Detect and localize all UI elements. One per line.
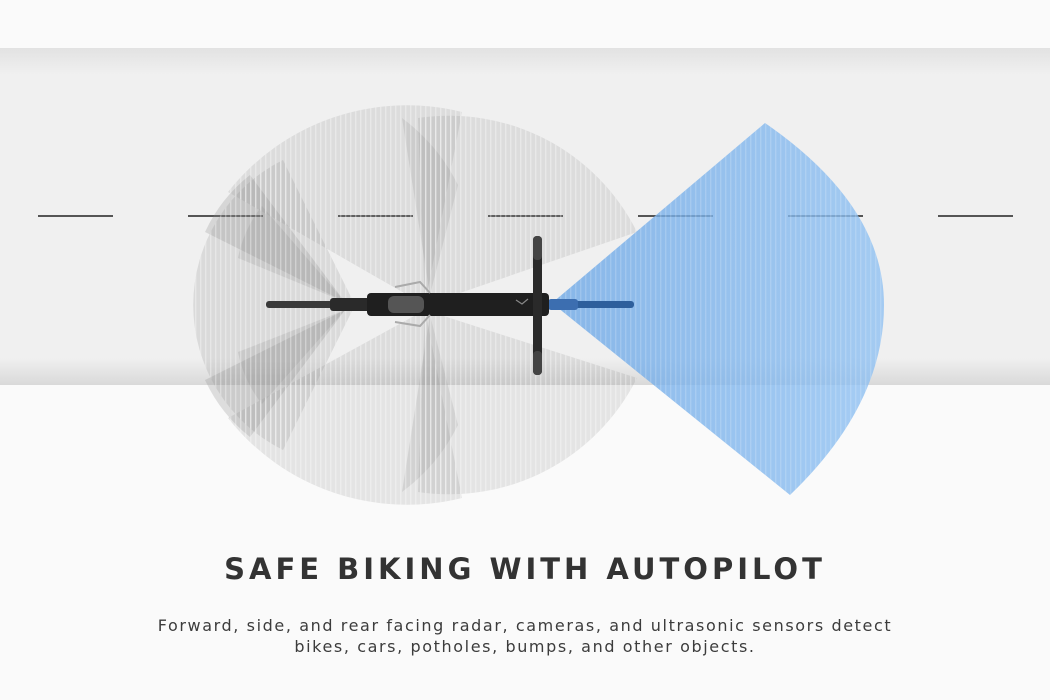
caption: Forward, side, and rear facing radar, ca… <box>0 615 1050 657</box>
forward-radar-texture <box>552 123 884 495</box>
sensor-illustration <box>0 48 1050 505</box>
caption-line-2: bikes, cars, potholes, bumps, and other … <box>294 637 756 656</box>
bike-top-view <box>266 236 634 375</box>
headline: SAFE BIKING WITH AUTOPILOT <box>224 552 826 586</box>
rear-side-sensor-texture <box>193 105 637 505</box>
caption-line-1: Forward, side, and rear facing radar, ca… <box>157 616 893 635</box>
